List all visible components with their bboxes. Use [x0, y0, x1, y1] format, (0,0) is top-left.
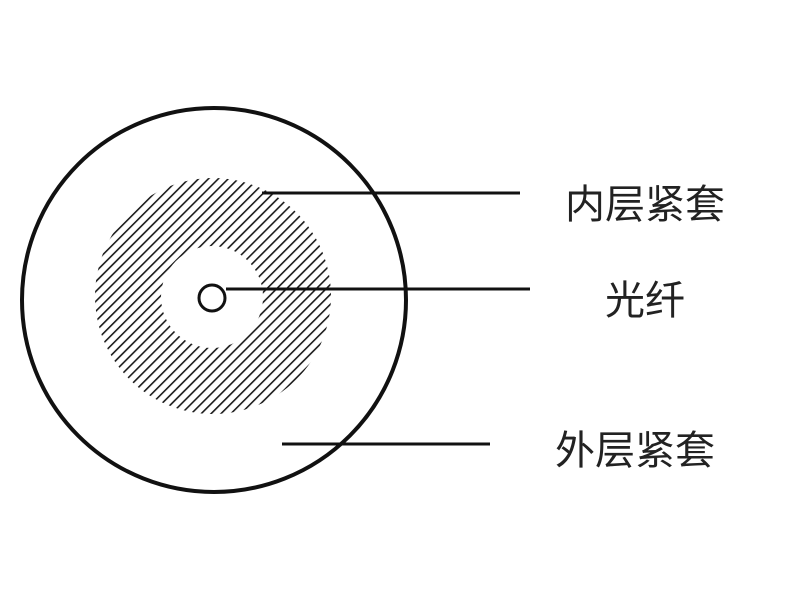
optical-fiber-label: 光纤 [605, 278, 685, 324]
optical-fiber-core [197, 283, 227, 313]
inner-tight-buffer-label: 内层紧套 [565, 182, 725, 228]
outer-tight-buffer-label: 外层紧套 [555, 428, 715, 474]
